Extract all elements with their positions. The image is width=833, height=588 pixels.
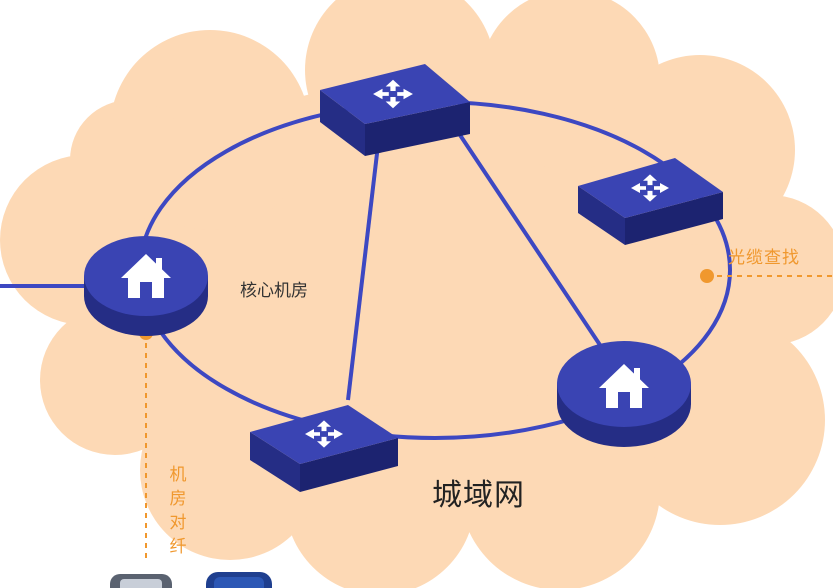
- core-room-label: 核心机房: [240, 281, 308, 301]
- dashed-leaders: [145, 275, 833, 560]
- core-room-node[interactable]: [84, 236, 208, 336]
- router-bottom[interactable]: [250, 405, 398, 492]
- cable-search-point[interactable]: [700, 269, 714, 283]
- router-top[interactable]: [320, 64, 470, 156]
- bottom-devices: [110, 572, 272, 588]
- metro-network-label: 城域网: [432, 478, 525, 513]
- cable-search-label[interactable]: 光缆查找: [728, 248, 800, 268]
- router-right[interactable]: [578, 158, 723, 245]
- branch-room-node[interactable]: [557, 341, 691, 447]
- room-fiber-label[interactable]: 机房对纤: [169, 465, 187, 557]
